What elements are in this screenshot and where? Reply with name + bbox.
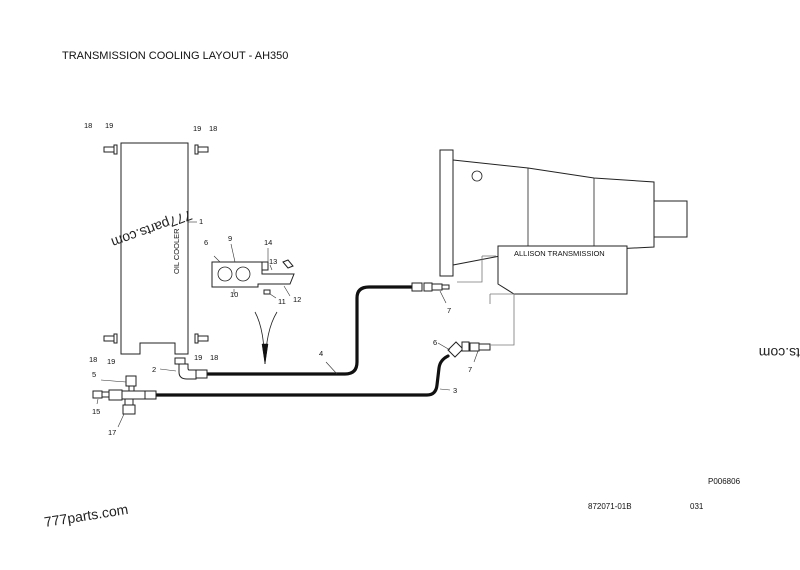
callout-13: 13 [269, 257, 277, 266]
diagram-title: TRANSMISSION COOLING LAYOUT - AH350 [62, 50, 288, 62]
tee-fitting-5 [108, 375, 146, 401]
mounting-bracket [211, 259, 295, 295]
plug-15 [92, 390, 110, 399]
callout-6-lower: 6 [433, 338, 437, 347]
page-number: 031 [690, 502, 704, 511]
callout-18-top-left: 18 [84, 121, 92, 130]
transmission-label: ALLISON TRANSMISSION [514, 249, 605, 258]
callout-15: 15 [92, 407, 100, 416]
callout-9: 9 [228, 234, 232, 243]
cooler-bolt-bottom-right [194, 333, 209, 344]
hose-4-cooler-fitting [195, 369, 208, 379]
hose-4 [205, 285, 414, 376]
watermark-right-edge: ts.com [759, 345, 800, 361]
fitting-6-lower [447, 341, 470, 358]
watermark-diagonal: 777parts.com [43, 501, 129, 530]
document-number: 872071-01B [588, 502, 632, 511]
hose-3-cooler-fitting [144, 390, 157, 400]
allison-transmission: ALLISON TRANSMISSION [439, 149, 688, 295]
plug-17 [122, 398, 136, 415]
callout-12: 12 [293, 295, 301, 304]
cooler-bolt-top-right [194, 144, 209, 155]
cooler-bolt-top-left [103, 144, 118, 155]
callout-1: 1 [199, 217, 203, 226]
callout-18-top-right: 18 [209, 124, 217, 133]
fitting-7-upper [423, 282, 450, 292]
callout-10: 10 [230, 290, 238, 299]
callout-19-bottom-right: 19 [194, 353, 202, 362]
callout-11: 11 [278, 297, 286, 306]
callout-19-top-left: 19 [105, 121, 113, 130]
callout-7-upper: 7 [447, 306, 451, 315]
callout-18-bottom-right: 18 [210, 353, 218, 362]
fitting-7-lower [469, 342, 491, 352]
callout-2: 2 [152, 365, 156, 374]
callout-7-lower: 7 [468, 365, 472, 374]
callout-4: 4 [319, 349, 323, 358]
elbow-fitting-2 [174, 357, 197, 380]
drawing-code: P006806 [708, 477, 741, 486]
callout-14: 14 [264, 238, 272, 247]
hose-3 [154, 354, 450, 397]
detail-pointer [254, 311, 278, 365]
callout-5: 5 [92, 370, 96, 379]
callout-19-top-right: 19 [193, 124, 201, 133]
callout-18-bottom-left: 18 [89, 355, 97, 364]
callout-17: 17 [108, 428, 116, 437]
callout-19-bottom-left: 19 [107, 357, 115, 366]
oil-cooler: OIL COOLER 777parts.com [109, 142, 194, 355]
cooler-bolt-bottom-left [103, 333, 118, 344]
callout-6-bracket: 6 [204, 238, 208, 247]
oil-cooler-label: OIL COOLER [172, 228, 181, 274]
hose-4-end-fitting [411, 282, 423, 292]
callout-3: 3 [453, 386, 457, 395]
